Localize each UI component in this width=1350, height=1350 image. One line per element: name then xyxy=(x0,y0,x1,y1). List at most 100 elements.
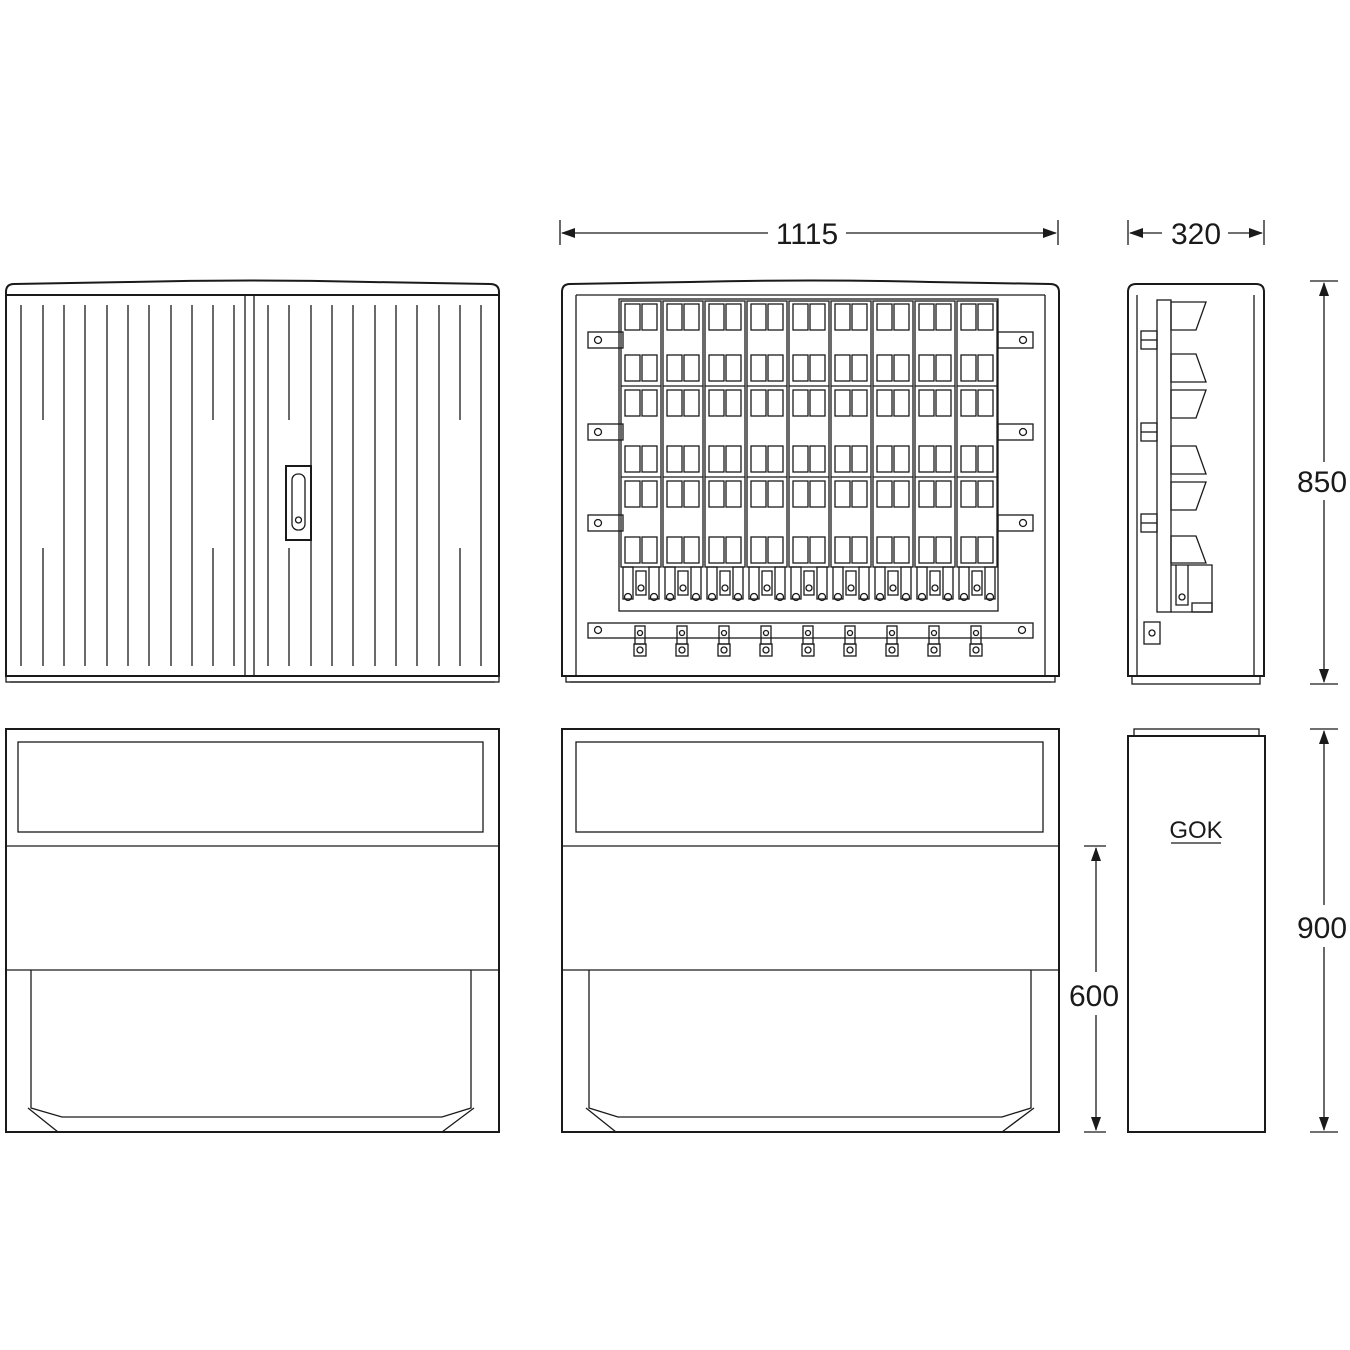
open-cabinet-view xyxy=(561,279,1060,683)
fuse-cell xyxy=(767,480,784,508)
fuse-cell xyxy=(876,389,893,417)
fuse-cell xyxy=(683,480,700,508)
fuse-cell xyxy=(683,354,700,382)
fuse-column xyxy=(830,300,872,568)
door-divider xyxy=(244,294,255,677)
fuse-cell xyxy=(977,354,994,382)
fuse-cell xyxy=(834,303,851,331)
bracket-hole xyxy=(593,518,603,528)
clamp-bolt xyxy=(791,592,801,602)
fuse-cell xyxy=(851,536,868,564)
fuse-cell xyxy=(893,389,910,417)
bracket-hole xyxy=(593,335,603,345)
clamp-bolt xyxy=(733,592,743,602)
fuse-cell xyxy=(767,354,784,382)
fuse-switch-grid xyxy=(620,300,998,602)
clamp-bolt xyxy=(901,592,911,602)
clamp-bolt xyxy=(805,584,813,592)
bracket xyxy=(997,423,1034,441)
terminal-bolt xyxy=(930,646,938,654)
clamp-bolt xyxy=(889,584,897,592)
fuse-cell xyxy=(792,354,809,382)
fuse-cell xyxy=(725,354,742,382)
fuse-cell xyxy=(641,536,658,564)
clamp-bolt xyxy=(973,584,981,592)
fuse-cell xyxy=(876,536,893,564)
fuse-cell xyxy=(750,480,767,508)
fuse-cell xyxy=(624,303,641,331)
clamp xyxy=(900,566,912,600)
fuse-cell xyxy=(935,303,952,331)
fuse-cell xyxy=(725,303,742,331)
terminal-bolt xyxy=(846,646,854,654)
clamp-bolt xyxy=(623,592,633,602)
clamp xyxy=(622,566,634,600)
terminal-nut xyxy=(969,643,983,657)
closed-cabinet-view xyxy=(5,279,500,683)
fuse-cell xyxy=(624,354,641,382)
height-foundation-dimension-label: 900 xyxy=(1297,912,1347,945)
fuse-cell xyxy=(792,445,809,473)
fuse-cell xyxy=(792,303,809,331)
terminal-nut xyxy=(843,643,857,657)
fuse-cell xyxy=(935,536,952,564)
fuse-cell xyxy=(750,445,767,473)
side-fuse xyxy=(1170,353,1207,383)
fuse-cell xyxy=(792,536,809,564)
fuse-cell xyxy=(960,354,977,382)
fuse-cell xyxy=(977,480,994,508)
fuse-cell xyxy=(918,536,935,564)
fuse-cell xyxy=(708,389,725,417)
fuse-cell xyxy=(809,536,826,564)
fuse-cell xyxy=(683,445,700,473)
fuse-cell xyxy=(876,354,893,382)
fuse-cell xyxy=(624,480,641,508)
clamp xyxy=(648,566,660,600)
clamp xyxy=(958,566,970,600)
bracket-hole xyxy=(1018,427,1028,437)
fuse-cell xyxy=(725,536,742,564)
side-fuse xyxy=(1170,535,1207,564)
clamp xyxy=(664,566,676,600)
door-ventilation-ribs xyxy=(20,305,482,666)
lock-icon xyxy=(294,516,303,524)
side-fuse xyxy=(1170,389,1207,419)
fuse-cell xyxy=(935,445,952,473)
terminal-bolt xyxy=(846,629,854,637)
side-fuse xyxy=(1170,481,1207,511)
clamp xyxy=(984,566,996,600)
fuse-cell xyxy=(977,303,994,331)
fuse-cell xyxy=(683,389,700,417)
mounting-brackets xyxy=(587,331,1034,532)
side-cabinet-view xyxy=(1127,283,1265,685)
door-handle-plate[interactable] xyxy=(285,465,312,541)
clamp-bolt xyxy=(847,584,855,592)
clamp xyxy=(690,566,702,600)
clamp xyxy=(858,566,870,600)
terminal-bolt xyxy=(762,646,770,654)
fuse-cell xyxy=(792,480,809,508)
door-handle[interactable] xyxy=(291,473,306,531)
fuse-cell xyxy=(767,445,784,473)
fuse-cell xyxy=(918,303,935,331)
bracket-hole xyxy=(1018,518,1028,528)
terminal-nut xyxy=(801,643,815,657)
fuse-column xyxy=(914,300,956,568)
fuse-cell xyxy=(918,480,935,508)
clamp xyxy=(971,570,983,596)
clamp-bolt xyxy=(649,592,659,602)
fuse-cell xyxy=(624,389,641,417)
terminal-bolt xyxy=(678,646,686,654)
clamp xyxy=(803,570,815,596)
fuse-cell xyxy=(893,445,910,473)
fuse-cell xyxy=(851,389,868,417)
clamp-bolt xyxy=(875,592,885,602)
clamp xyxy=(942,566,954,600)
fuse-cell xyxy=(960,389,977,417)
terminal-bolt xyxy=(972,629,980,637)
clamp-bolt xyxy=(833,592,843,602)
terminal-bolt xyxy=(762,629,770,637)
fuse-cell xyxy=(725,445,742,473)
fuse-cell xyxy=(624,445,641,473)
dimension-width: 1115 xyxy=(559,218,1059,251)
